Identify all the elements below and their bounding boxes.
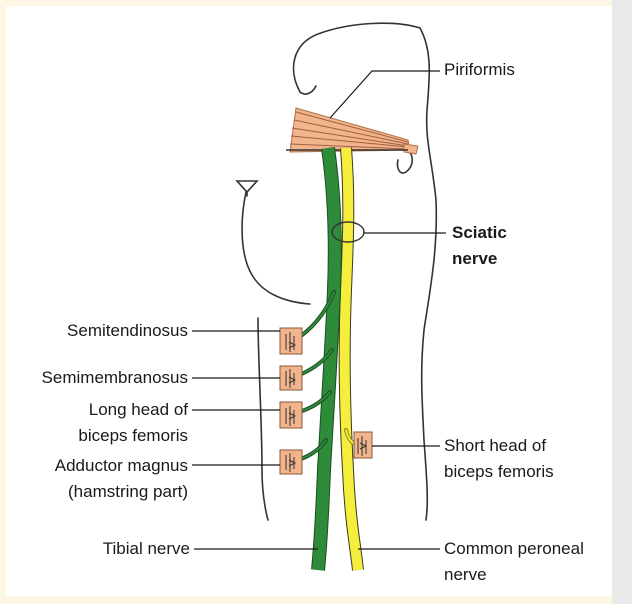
gluteal-fold bbox=[299, 85, 317, 95]
piriformis-muscle bbox=[286, 107, 419, 155]
piriformis-fibers bbox=[289, 111, 409, 150]
leader-lines bbox=[192, 70, 446, 550]
label-tibial-nerve: Tibial nerve bbox=[102, 539, 190, 558]
label-adductor-line1: Adductor magnus bbox=[54, 456, 188, 475]
sciatic-nerve-marker bbox=[331, 221, 365, 243]
label-sciatic-line2: nerve bbox=[452, 249, 498, 268]
long-head-box bbox=[279, 401, 303, 429]
body-outline bbox=[235, 22, 438, 521]
thigh-back-outline bbox=[257, 317, 269, 521]
label-semimembranosus: Semimembranosus bbox=[41, 368, 188, 387]
semimembranosus-box bbox=[279, 365, 303, 391]
label-common-peroneal-line1: Common peroneal bbox=[444, 539, 584, 558]
nerves bbox=[290, 147, 365, 571]
tibial-nerve-fill bbox=[312, 147, 341, 571]
diagram-panel bbox=[6, 6, 612, 596]
pointer-triangle bbox=[235, 180, 259, 194]
gluteal-outline bbox=[292, 22, 438, 521]
label-adductor-line2: (hamstring part) bbox=[68, 482, 188, 501]
short-head-box bbox=[353, 431, 373, 459]
label-semitendinosus: Semitendinosus bbox=[67, 321, 188, 340]
leader-piriformis bbox=[329, 70, 440, 119]
page-edge bbox=[612, 0, 632, 604]
label-piriformis: Piriformis bbox=[444, 60, 515, 79]
label-long-head-line1: Long head of bbox=[88, 400, 188, 419]
label-short-head-line2: biceps femoris bbox=[444, 462, 554, 481]
adductor-magnus-box bbox=[279, 449, 303, 475]
muscle-boxes bbox=[279, 327, 373, 475]
hip-outline bbox=[241, 191, 311, 305]
piriformis-tendon bbox=[403, 143, 419, 155]
knee-outline bbox=[396, 149, 414, 174]
label-sciatic-line1: Sciatic bbox=[452, 223, 507, 242]
label-common-peroneal-line2: nerve bbox=[444, 565, 487, 584]
semitendinosus-box bbox=[279, 327, 303, 355]
label-long-head-line2: biceps femoris bbox=[78, 426, 188, 445]
label-short-head-line1: Short head of bbox=[444, 436, 547, 455]
